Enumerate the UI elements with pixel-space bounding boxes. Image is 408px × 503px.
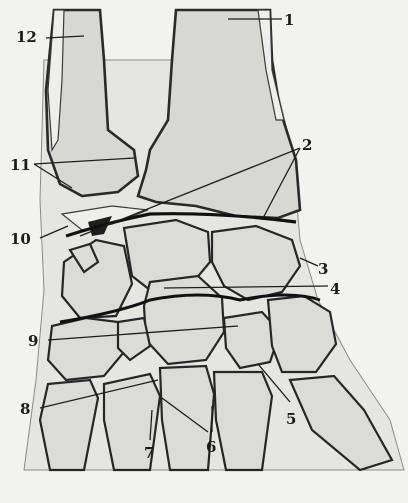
metacarpal-2 — [214, 372, 272, 470]
label-4: 4 — [330, 280, 340, 298]
label-11: 11 — [10, 156, 31, 174]
carpal-capitate — [144, 276, 224, 364]
label-10: 10 — [10, 230, 31, 248]
label-8: 8 — [20, 400, 30, 418]
label-9: 9 — [28, 332, 38, 350]
label-6: 6 — [206, 438, 216, 456]
label-12: 12 — [16, 28, 37, 46]
label-3: 3 — [318, 260, 328, 278]
label-2: 2 — [302, 136, 312, 154]
label-7: 7 — [144, 444, 154, 462]
label-5: 5 — [286, 410, 296, 428]
label-1: 1 — [284, 11, 294, 29]
